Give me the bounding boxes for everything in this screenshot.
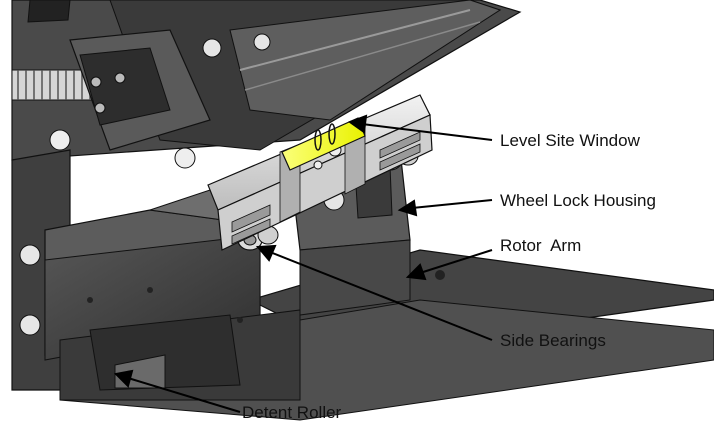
- leader-arrows: [113, 114, 493, 413]
- arrow-wheel-lock-housing: [411, 199, 493, 209]
- arrow-side-bearings: [269, 251, 493, 341]
- label-detent-roller: Detent Roller: [242, 403, 342, 422]
- label-level-site-window: Level Site Window: [500, 131, 640, 150]
- arrow-level-site-window: [361, 123, 493, 141]
- machine-frame: [11, 0, 522, 391]
- arrow-detent-roller: [127, 377, 241, 413]
- label-side-bearings: Side Bearings: [500, 331, 606, 350]
- label-wheel-lock-housing: Wheel Lock Housing: [500, 191, 656, 210]
- level-vial: [281, 117, 366, 171]
- arrow-rotor-arm: [419, 249, 493, 274]
- label-rotor-arm: Rotor Arm: [500, 236, 582, 255]
